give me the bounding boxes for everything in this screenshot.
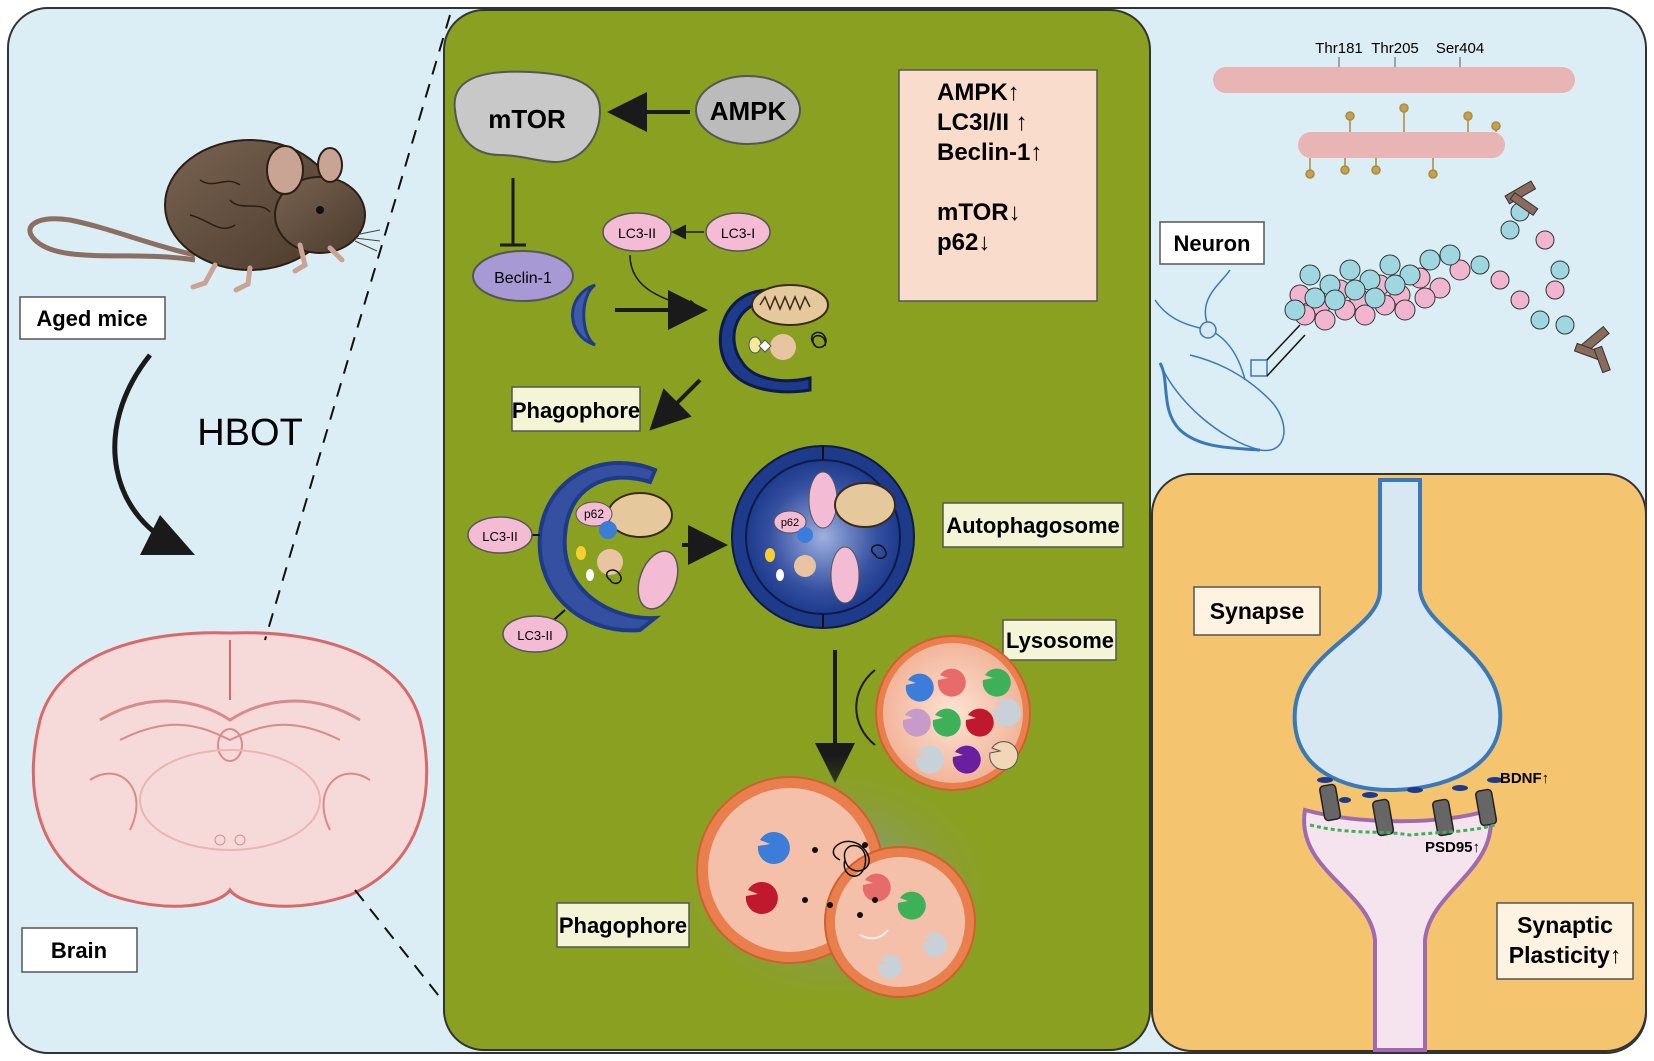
right-panel: Thr181 Thr205 Ser404 Neuron	[1151, 40, 1647, 1052]
tau-bar-top	[1213, 67, 1575, 93]
bdnf-label: BDNF↑	[1500, 770, 1549, 787]
ampk-label: AMPK	[710, 96, 787, 126]
aged-mice-label-box	[19, 296, 166, 340]
lysosome-label-box	[1002, 619, 1117, 661]
lc3-ii-label-top: LC3-II	[618, 225, 656, 241]
lc3-ii-node-bottom	[502, 615, 568, 653]
brain-label-box	[21, 927, 138, 973]
neuron-label: Neuron	[1174, 231, 1251, 256]
brain-label: Brain	[51, 938, 107, 963]
psd95-label: PSD95↑	[1425, 839, 1480, 856]
bdnf-particles	[1317, 777, 1503, 803]
lc3-ii-node-left	[467, 516, 533, 554]
summary-line-3: Beclin-1↑	[937, 139, 1042, 166]
tau-bar-bottom	[1298, 132, 1505, 158]
synapse-label-box	[1193, 586, 1321, 636]
lc3-ii-label-left: LC3-II	[482, 529, 517, 544]
postsynaptic-terminal	[1302, 807, 1493, 1052]
summary-line-2: LC3I/II ↑	[937, 109, 1028, 136]
autophagosome-label-box	[942, 502, 1124, 548]
lysosome-join-arrow	[855, 669, 876, 746]
phagophore-bottom-label-box	[556, 902, 690, 948]
summary-line-5: p62↓	[937, 229, 990, 256]
summary-line-1: AMPK↑	[937, 79, 1020, 106]
phagophore-bottom-label: Phagophore	[559, 913, 687, 938]
phagophore-top-label: Phagophore	[512, 398, 640, 423]
brain-section-illustration	[31, 631, 429, 908]
mtor-label: mTOR	[488, 104, 566, 134]
beclin-label: Beclin-1	[494, 270, 552, 287]
summary-box	[898, 69, 1098, 302]
beclin-node	[472, 250, 574, 302]
summary-line-4: mTOR↓	[937, 199, 1021, 226]
plasticity-label-line1: Synaptic	[1517, 912, 1613, 938]
plasticity-label-line2: Plasticity↑	[1509, 942, 1622, 968]
autophagosome-illustration: p62	[731, 445, 915, 629]
site-thr205: Thr205	[1371, 40, 1419, 57]
ampk-node	[695, 75, 801, 145]
zoom-line-top	[264, 14, 451, 641]
phospho-sites	[1305, 103, 1501, 179]
tau-filament-illustration	[1284, 180, 1611, 374]
lc3-i-label: LC3-I	[721, 225, 755, 241]
aged-mice-label: Aged mice	[36, 306, 147, 331]
membrane-crescent	[571, 283, 597, 347]
zoom-line-bottom	[354, 889, 451, 1011]
phagophore-top-label-box	[511, 386, 641, 432]
p62-label-left: p62	[584, 507, 604, 521]
left-panel: Aged mice HBOT Brain	[19, 14, 451, 1011]
neuron-label-box	[1159, 221, 1265, 265]
hbot-arrow-head	[140, 515, 195, 555]
site-ser404: Ser404	[1436, 40, 1484, 57]
lc3-i-node	[705, 212, 771, 252]
aged-mouse-illustration	[27, 139, 381, 293]
center-panel: mTOR AMPK Beclin-1 LC3-II LC3-I	[443, 9, 1151, 1051]
psd95-band	[1309, 823, 1496, 837]
lysosome-label: Lysosome	[1006, 628, 1114, 653]
autolysosome-illustration	[660, 755, 1010, 1015]
neuron-illustration	[1154, 269, 1306, 452]
autophagosome-label: Autophagosome	[946, 513, 1120, 538]
presynaptic-terminal	[1292, 478, 1503, 793]
lysosome-illustration	[875, 635, 1031, 791]
mtor-node	[453, 70, 602, 164]
receptors	[1319, 783, 1498, 837]
synapse-label: Synapse	[1210, 598, 1305, 624]
phagophore-top-illustration	[718, 284, 829, 394]
lc3-ii-label-bottom: LC3-II	[517, 628, 552, 643]
phagophore-progress-arrow	[649, 378, 702, 431]
hbot-label: HBOT	[197, 412, 303, 454]
plasticity-label-box	[1496, 902, 1634, 980]
site-thr181: Thr181	[1315, 40, 1363, 57]
p62-label-auto: p62	[781, 517, 799, 529]
expanding-phagophore-illustration: p62	[537, 460, 679, 633]
